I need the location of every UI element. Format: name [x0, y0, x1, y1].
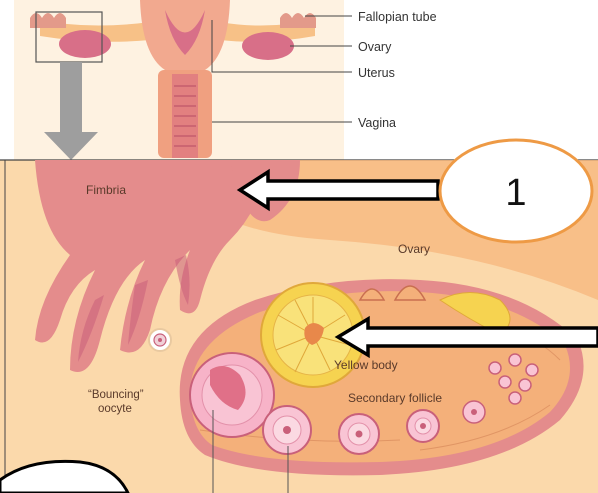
top-panel: Fallopian tube Ovary Uterus Vagina [0, 0, 598, 162]
ovary-left [59, 30, 111, 58]
label-vagina: Vagina [358, 116, 396, 130]
label-fimbria: Fimbria [86, 183, 126, 197]
ovary-right [242, 32, 294, 60]
label-ovary-detail: Ovary [398, 242, 430, 256]
label-bouncing: “Bouncing” [88, 389, 144, 401]
bouncing-oocyte [149, 329, 171, 351]
callout-number: 1 [505, 172, 526, 214]
label-oocyte: oocyte [98, 403, 132, 415]
label-yellow-body: Yellow body [334, 358, 398, 372]
label-ovary-top: Ovary [358, 40, 392, 54]
mature-follicle [190, 353, 274, 437]
label-secondary-follicle: Secondary follicle [348, 391, 442, 405]
label-uterus: Uterus [358, 66, 395, 80]
fimbria-top-right [280, 13, 316, 28]
label-fallopian-tube: Fallopian tube [358, 10, 437, 24]
detail-panel: Fimbria Ovary Yellow body Secondary foll… [0, 140, 598, 493]
